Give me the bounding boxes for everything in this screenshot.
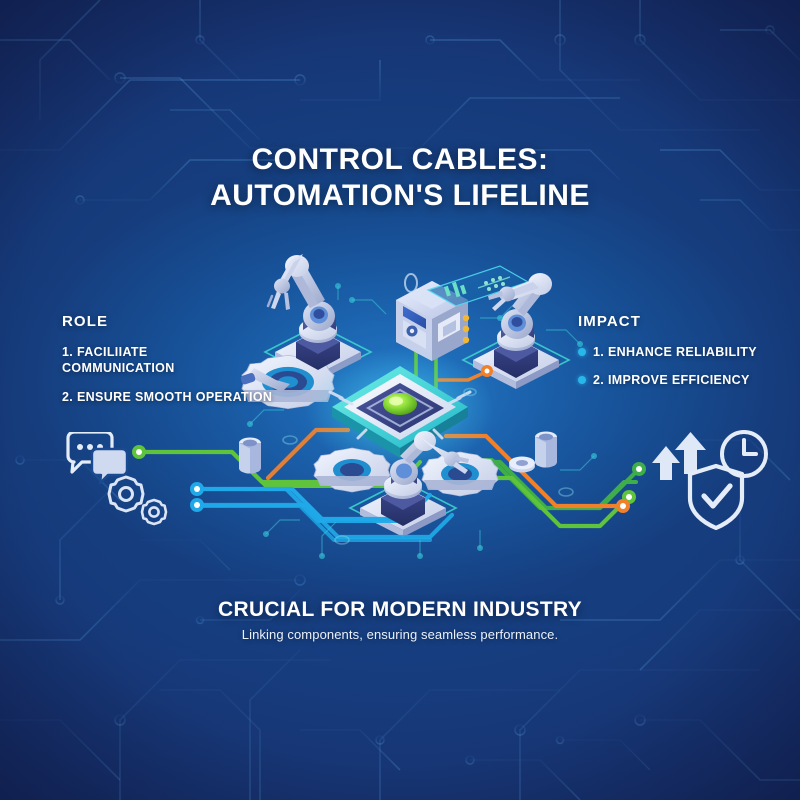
gears-icon bbox=[107, 475, 168, 526]
speech-bubbles-icon bbox=[66, 432, 129, 485]
role-item-1: 1. FACILIIATE COMMUNICATION bbox=[62, 344, 297, 377]
impact-panel: IMPACT 1. ENHANCE RELIABILITY 2. IMPROVE… bbox=[578, 313, 793, 401]
role-item-1-label: 1. FACILIIATE COMMUNICATION bbox=[62, 345, 175, 376]
role-item-2-label: 2. ENSURE SMOOTH OPERATION bbox=[62, 389, 273, 404]
impact-item-1-label: 1. ENHANCE RELIABILITY bbox=[593, 345, 757, 359]
role-panel-heading: ROLE bbox=[62, 313, 109, 330]
impact-item-2: 2. IMPROVE EFFICIENCY bbox=[578, 372, 793, 388]
impact-item-2-label: 2. IMPROVE EFFICIENCY bbox=[593, 373, 750, 388]
impact-panel-heading: IMPACT bbox=[578, 313, 641, 330]
footer-block: CRUCIAL FOR MODERN INDUSTRY Linking comp… bbox=[0, 598, 800, 642]
clock-icon bbox=[720, 430, 768, 478]
prop-disc-right bbox=[509, 456, 535, 473]
impact-item-1: 1. ENHANCE RELIABILITY bbox=[578, 344, 793, 360]
prop-cylinder-left bbox=[239, 437, 261, 474]
footer-heading: CRUCIAL FOR MODERN INDUSTRY bbox=[218, 598, 582, 621]
bullet-dot-icon bbox=[578, 348, 586, 356]
footer-subheading: Linking components, ensuring seamless pe… bbox=[241, 627, 559, 642]
role-panel: ROLE 1. FACILIIATE COMMUNICATION 2. ENSU… bbox=[62, 313, 297, 417]
right-icon-group bbox=[652, 430, 768, 531]
floating-ring bbox=[404, 273, 418, 293]
left-icon-group bbox=[66, 432, 168, 526]
bullet-dot-icon bbox=[578, 376, 586, 385]
prop-cylinder-right bbox=[535, 431, 557, 468]
role-item-2: 2. ENSURE SMOOTH OPERATION bbox=[62, 389, 297, 405]
